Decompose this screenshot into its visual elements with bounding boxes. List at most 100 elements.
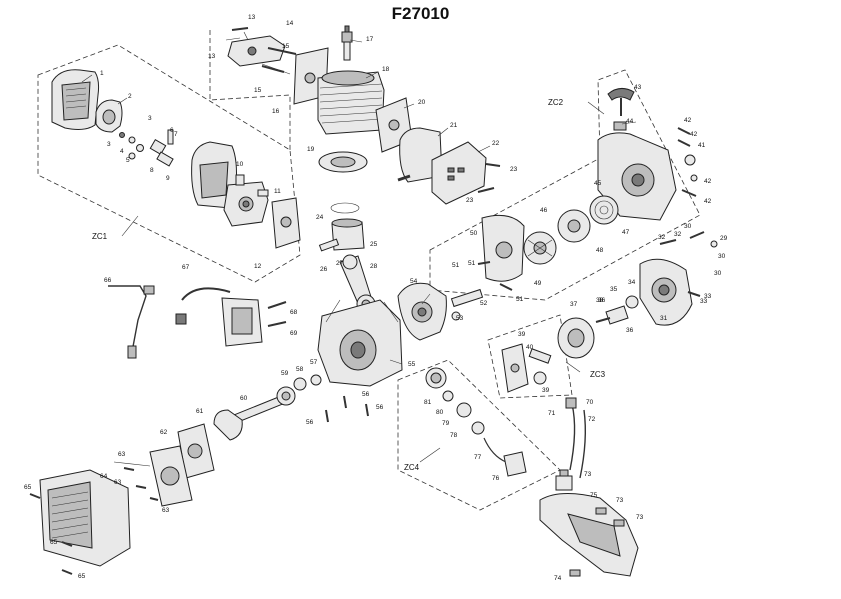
fuel-cap (425, 367, 485, 435)
part-number-label: 40 (526, 344, 534, 351)
part-number-label: 44 (626, 118, 634, 125)
group-label-zc4: ZC4 (404, 463, 420, 472)
fuel-filter-line (483, 437, 527, 477)
clutch-drum (557, 317, 595, 359)
crankcase-gasket (177, 423, 215, 479)
part-number-label: 23 (466, 197, 474, 204)
part-number-label: 67 (182, 264, 190, 271)
group-label-zc2: ZC2 (548, 98, 564, 107)
diagram-title: F27010 (391, 4, 450, 23)
part-number-label: 60 (240, 395, 248, 402)
air-filter-cover (51, 69, 100, 130)
part-number-label: 33 (704, 293, 712, 300)
part-number-label: 13 (248, 14, 256, 21)
part-number-label: 65 (50, 539, 58, 546)
bearings (276, 374, 322, 406)
part-number-label: 36 (626, 327, 634, 334)
group-boundary-zc2 (429, 69, 701, 301)
part-number-label: 36 (598, 297, 606, 304)
piston (331, 218, 365, 251)
fuel-tank (539, 493, 639, 577)
spark-plug (341, 25, 353, 61)
part-number-label: 12 (254, 263, 262, 270)
part-number-label: 72 (588, 416, 596, 423)
part-number-label: 51 (468, 260, 476, 267)
crank-shaft-extension (450, 288, 484, 321)
part-number-label: 15 (282, 43, 290, 50)
part-number-label: 23 (510, 166, 518, 173)
part-number-label: 16 (272, 108, 280, 115)
starter-pulley (523, 231, 557, 265)
part-number-label: 30 (714, 270, 722, 277)
part-number-label: 31 (660, 315, 668, 322)
muffler-heat-shield (431, 141, 487, 205)
part-number-label: 77 (474, 454, 482, 461)
part-number-label: 56 (306, 419, 314, 426)
part-number-label: 75 (590, 492, 598, 499)
part-number-label: 62 (160, 429, 168, 436)
screws (29, 163, 611, 575)
part-number-label: 6 (170, 127, 174, 134)
part-number-label: 34 (628, 279, 636, 286)
part-number-label: 18 (382, 66, 390, 73)
part-number-label: 42 (684, 117, 692, 124)
part-number-label: 33 (700, 298, 708, 305)
filter-small-parts (119, 129, 174, 167)
part-number-label: 21 (450, 122, 458, 129)
part-number-label: 20 (418, 99, 426, 106)
clutch-small-parts (605, 231, 718, 325)
starter-housing (597, 132, 677, 221)
part-number-label: 14 (286, 20, 294, 27)
cylinder (317, 70, 385, 135)
fuel-lines (565, 397, 587, 479)
muffler-cover (225, 35, 291, 75)
part-number-label: 3 (107, 141, 111, 148)
bolts-top (231, 27, 297, 73)
part-number-label: 42 (704, 198, 712, 205)
part-number-label: 73 (616, 497, 624, 504)
part-number-label: 26 (320, 266, 328, 273)
part-number-label: 80 (436, 409, 444, 416)
recoil-spring (589, 195, 619, 225)
leader-lines (81, 31, 637, 467)
part-number-label: 70 (586, 399, 594, 406)
part-number-label: 24 (316, 214, 324, 221)
group-boundary-top (209, 30, 291, 150)
part-number-label: 66 (104, 277, 112, 284)
part-number-label: 25 (370, 241, 378, 248)
part-number-label: 53 (456, 315, 464, 322)
part-number-label: 65 (24, 484, 32, 491)
part-number-label: 58 (296, 366, 304, 373)
part-number-label: 64 (100, 473, 108, 480)
air-filter-housing (191, 141, 237, 209)
part-number-label: 38 (596, 297, 604, 304)
part-number-label: 54 (410, 278, 418, 285)
part-number-label: 61 (196, 408, 204, 415)
part-number-label: 9 (166, 175, 170, 182)
part-number-label: 39 (542, 387, 550, 394)
part-number-label: 1 (100, 70, 104, 77)
part-number-label: 79 (442, 420, 450, 427)
part-number-label: 71 (548, 410, 556, 417)
starter-washers (677, 127, 698, 197)
carburetor-gasket (271, 197, 301, 249)
starter-rope-reel (557, 209, 591, 243)
part-number-label: 51 (452, 262, 460, 269)
part-number-label: 30 (684, 223, 692, 230)
part-number-label: 63 (114, 479, 122, 486)
part-number-label: 3 (148, 115, 152, 122)
clutch-housing (639, 258, 693, 326)
part-number-label: 32 (658, 234, 666, 241)
part-number-label: 45 (594, 180, 602, 187)
part-number-label: 57 (310, 359, 318, 366)
piston-ring (330, 202, 360, 214)
cylinder-gasket (318, 151, 368, 173)
part-number-label: 69 (290, 330, 298, 337)
part-number-label: 30 (718, 253, 726, 260)
part-number-label: 19 (307, 146, 315, 153)
part-number-label: 47 (622, 229, 630, 236)
ignition-module (175, 287, 263, 347)
part-number-label: 63 (162, 507, 170, 514)
part-number-label: 73 (584, 471, 592, 478)
part-number-label: 50 (470, 230, 478, 237)
